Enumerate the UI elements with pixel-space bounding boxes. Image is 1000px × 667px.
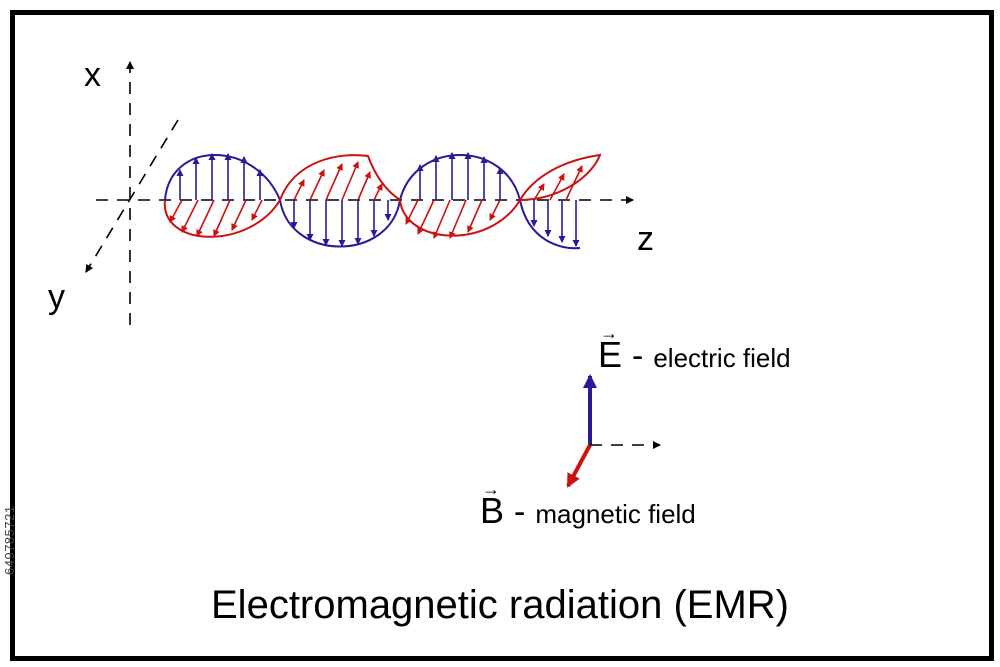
diagram-frame: [10, 10, 994, 661]
electric-lobe-2: [279, 199, 401, 248]
electric-lobe-3: [399, 154, 521, 201]
legend-electric-separator: -: [632, 337, 644, 375]
vector-mark-b: →: [482, 479, 500, 499]
legend-vector-triad: [566, 374, 661, 488]
electric-lobe-4: [519, 199, 581, 250]
magnetic-lobe-3: [399, 199, 521, 237]
legend-magnetic-separator: -: [514, 493, 526, 531]
z-axis-label: z: [637, 220, 654, 258]
legend-electric-label: electric field: [653, 343, 791, 373]
magnetic-field-vectors: [169, 161, 583, 239]
electric-symbol-letter: E: [598, 334, 623, 375]
electric-symbol: →E: [598, 324, 623, 376]
magnetic-lobe-2: [279, 154, 401, 201]
y-axis-label: y: [48, 278, 65, 316]
watermark-id: 649785721: [2, 505, 17, 575]
legend-magnetic-arrow: [566, 444, 592, 488]
legend-magnetic: →B-magnetic field: [480, 480, 696, 532]
magnetic-symbol-letter: B: [480, 490, 505, 531]
legend-magnetic-label: magnetic field: [535, 499, 696, 529]
coordinate-axes: [85, 61, 634, 325]
diagram-title: Electromagnetic radiation (EMR): [211, 583, 789, 627]
magnetic-symbol: →B: [480, 480, 505, 532]
electric-lobe-1: [164, 154, 281, 201]
electric-field-wave: [164, 152, 581, 250]
magnetic-lobe-1: [163, 199, 281, 238]
vector-mark-e: →: [600, 323, 618, 343]
electric-field-vectors: [176, 152, 580, 247]
magnetic-lobe-4: [519, 153, 602, 201]
legend-electric: →E-electric field: [598, 324, 791, 376]
magnetic-field-wave: [163, 153, 602, 239]
x-axis-label: x: [84, 56, 101, 94]
y-axis-line: [85, 119, 179, 273]
